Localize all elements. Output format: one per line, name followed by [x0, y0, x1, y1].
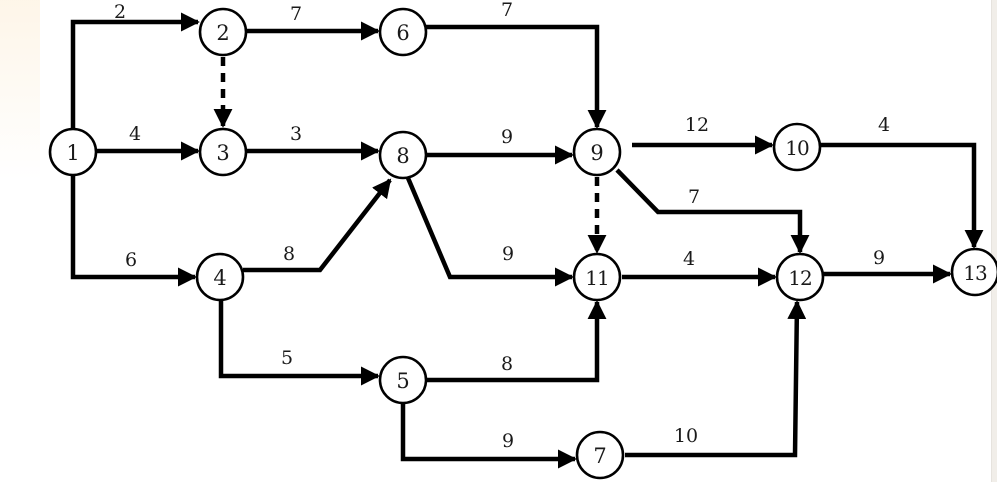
- node-label-5: 5: [396, 369, 409, 393]
- node-11: 11: [572, 252, 622, 302]
- node-circle-7: [575, 430, 625, 480]
- duration-label-2-to-6: 7: [290, 3, 302, 25]
- node-3: 3: [198, 127, 248, 177]
- activity-arrow-1-to-2: [70, 12, 200, 129]
- activity-arrow-6-to-9: [426, 24, 607, 129]
- activity-arrow-4-to-5: [218, 300, 380, 386]
- node-label-10: 10: [785, 136, 809, 160]
- activity-arrow-8-to-11: [405, 177, 574, 287]
- node-circle-3: [198, 127, 248, 177]
- duration-label-1-to-2: 2: [114, 1, 126, 23]
- node-circle-8: [378, 130, 428, 180]
- node-label-1: 1: [66, 141, 79, 165]
- node-circle-1: [48, 127, 98, 177]
- activity-arrow-7-to-12: [625, 300, 807, 458]
- duration-label-5-to-7: 9: [502, 430, 514, 452]
- duration-label-4-to-8: 8: [283, 243, 295, 265]
- node-5: 5: [378, 355, 428, 405]
- node-8: 8: [378, 130, 428, 180]
- node-circle-9: [572, 127, 622, 177]
- node-circle-2: [198, 7, 248, 57]
- node-label-9: 9: [590, 141, 603, 165]
- node-12: 12: [775, 252, 825, 302]
- node-7: 7: [575, 430, 625, 480]
- node-4: 4: [195, 252, 245, 302]
- node-circle-13: [950, 247, 997, 297]
- node-label-2: 2: [216, 21, 229, 45]
- node-label-13: 13: [963, 261, 987, 285]
- duration-label-1-to-4: 6: [125, 249, 137, 271]
- duration-label-10-to-13: 4: [878, 114, 890, 136]
- node-1: 1: [48, 127, 98, 177]
- node-label-6: 6: [396, 21, 409, 45]
- background-tint: [0, 0, 40, 180]
- node-13: 13: [950, 247, 997, 297]
- duration-label-8-to-9: 9: [501, 126, 513, 148]
- scrollbar-edge: [991, 0, 997, 482]
- node-label-8: 8: [396, 144, 409, 168]
- duration-label-8-to-11: 9: [502, 243, 514, 265]
- node-label-4: 4: [213, 266, 226, 290]
- duration-label-9-to-10: 12: [685, 114, 709, 136]
- duration-label-11-to-12: 4: [683, 248, 695, 270]
- activity-arrow-10-to-13: [820, 142, 984, 249]
- duration-label-9-to-12: 7: [688, 186, 700, 208]
- node-label-12: 12: [788, 266, 811, 290]
- duration-label-12-to-13: 9: [873, 247, 885, 269]
- duration-label-4-to-5: 5: [281, 347, 293, 369]
- edge-labels-layer: 2 4 6 7 3 8 5 7 9 9 8 9 12 7 4 4 10 9: [114, 0, 890, 452]
- activity-arrow-4-to-8: [243, 178, 392, 273]
- node-2: 2: [198, 7, 248, 57]
- node-circle-11: [572, 252, 622, 302]
- duration-label-5-to-11: 8: [501, 353, 513, 375]
- node-circle-10: [772, 122, 822, 172]
- duration-label-6-to-9: 7: [501, 0, 513, 21]
- edges-layer: [70, 12, 984, 469]
- node-9: 9: [572, 127, 622, 177]
- node-circle-6: [378, 7, 428, 57]
- node-label-7: 7: [593, 444, 606, 468]
- node-circle-12: [775, 252, 825, 302]
- node-6: 6: [378, 7, 428, 57]
- duration-label-1-to-3: 4: [129, 123, 141, 145]
- node-10: 10: [772, 122, 822, 172]
- activity-arrow-5-to-11: [426, 300, 607, 383]
- node-circle-5: [378, 355, 428, 405]
- node-label-11: 11: [585, 266, 608, 290]
- activity-arrow-9-to-12: [615, 168, 810, 254]
- activity-arrow-1-to-4: [70, 175, 197, 287]
- node-circle-4: [195, 252, 245, 302]
- duration-label-7-to-12: 10: [674, 425, 698, 447]
- duration-label-3-to-8: 3: [290, 123, 302, 145]
- node-label-3: 3: [216, 141, 229, 165]
- activity-arrow-5-to-7: [400, 403, 577, 469]
